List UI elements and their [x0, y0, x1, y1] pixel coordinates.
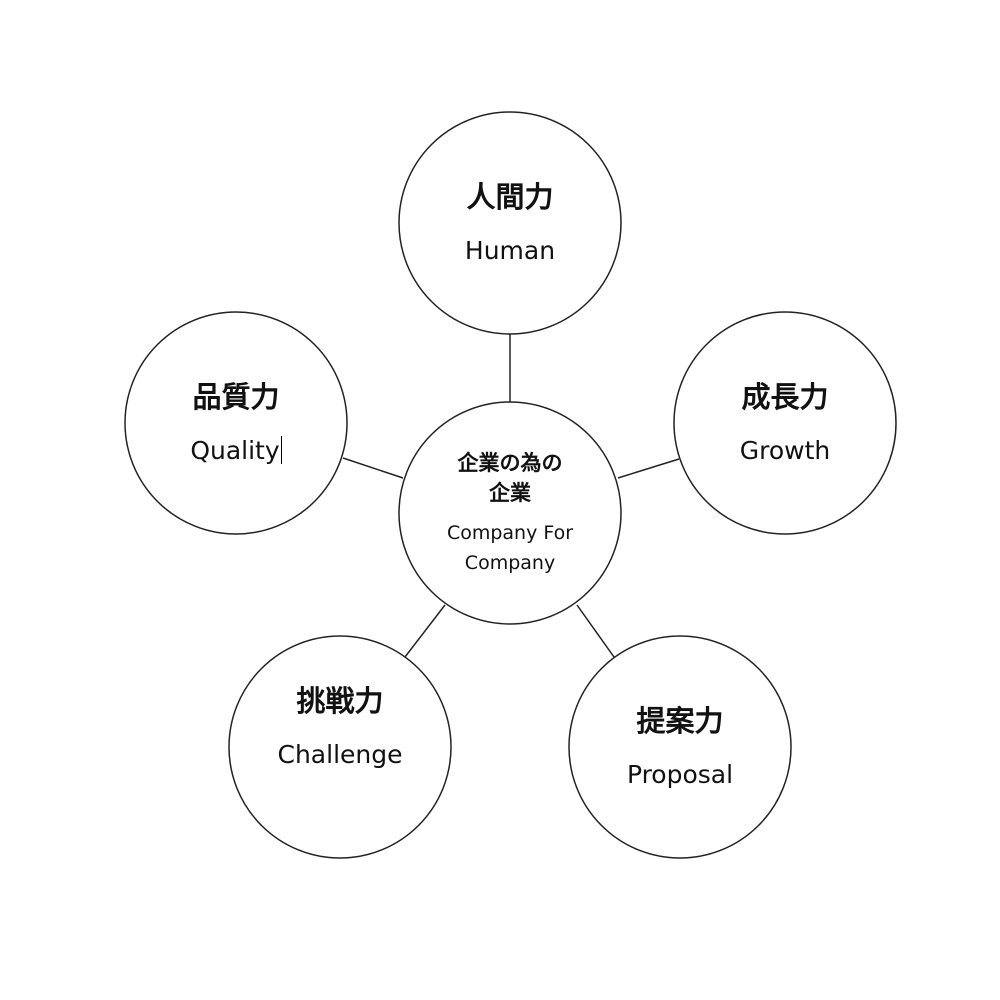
connector-growth [617, 458, 680, 479]
node-jp-label: 挑戦力 [296, 684, 384, 718]
node-center: 企業の為の 企業 Company For Company [399, 402, 621, 624]
node-en-label: Growth [739, 436, 831, 465]
text-cursor [280, 436, 282, 464]
node-en-label: Challenge [277, 740, 403, 769]
node-en-label: Proposal [626, 760, 734, 789]
node-quality: 品質力 Quality [125, 312, 347, 534]
node-jp-label: 提案力 [636, 704, 724, 738]
node-proposal: 提案力 Proposal [569, 636, 791, 858]
center-en-line2: Company [464, 552, 556, 574]
circle-proposal [568, 635, 792, 859]
center-jp-label: 企業の為の 企業 [458, 448, 563, 508]
node-challenge: 挑戦力 Challenge [229, 636, 451, 858]
circle-quality [124, 311, 348, 535]
circle-challenge [228, 635, 452, 859]
node-jp-label: 成長力 [741, 380, 829, 414]
node-growth: 成長力 Growth [674, 312, 896, 534]
center-jp-line2: 企業 [489, 481, 531, 505]
node-human: 人間力 Human [399, 112, 621, 334]
connector-quality [342, 457, 404, 479]
circle-growth [673, 311, 897, 535]
center-en-line1: Company For [446, 522, 574, 544]
node-en-label: Human [464, 236, 556, 265]
connector-proposal [576, 604, 615, 658]
connector-challenge [404, 604, 446, 658]
node-jp-label: 品質力 [192, 380, 280, 414]
node-jp-label: 人間力 [466, 180, 554, 214]
quality-text: Quality [190, 436, 280, 465]
circle-center [398, 401, 622, 625]
center-en-label: Company For Company [447, 518, 573, 578]
center-jp-line1: 企業の為の [457, 451, 563, 475]
circle-human [398, 111, 622, 335]
node-en-label[interactable]: Quality [190, 435, 282, 467]
